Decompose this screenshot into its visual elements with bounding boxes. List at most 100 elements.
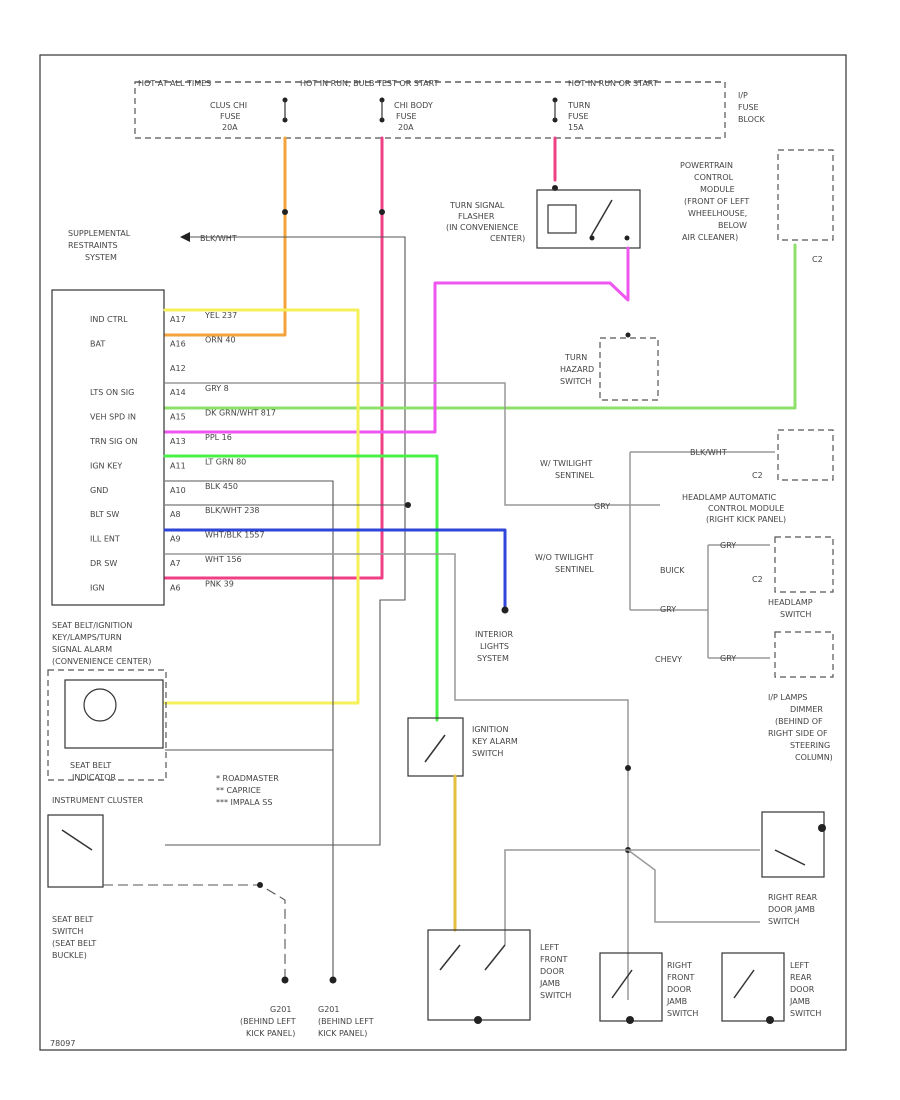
fuse2-l3: 20A	[398, 123, 414, 132]
g201-l3: KICK PANEL)	[246, 1029, 295, 1038]
fuse1-l3: 20A	[222, 123, 238, 132]
blue-wire	[163, 528, 507, 612]
pcm-l1: POWERTRAIN	[680, 161, 733, 170]
module-pin-id: A8	[170, 510, 181, 519]
ind-l1: SEAT BELT	[70, 761, 111, 770]
lr-l4: JAMB	[789, 997, 810, 1006]
yellow-wire	[163, 308, 360, 705]
ika-l1: IGNITION	[472, 725, 508, 734]
sbs-l2: SWITCH	[52, 927, 83, 936]
rf-l4: JAMB	[666, 997, 687, 1006]
rr-l1: RIGHT REAR	[768, 893, 818, 902]
rr-l3: SWITCH	[768, 917, 799, 926]
right-front-door-jamb	[599, 952, 663, 1022]
module-pin-id: A12	[170, 364, 186, 373]
module-wire-code: YEL 237	[204, 311, 237, 320]
headlamp-switch-box	[774, 536, 834, 593]
module-pin-label: BAT	[90, 339, 105, 348]
module-pin-label: ILL ENT	[90, 535, 120, 544]
ind-l2: INDICATOR	[72, 773, 116, 782]
lf-l2: FRONT	[540, 955, 567, 964]
module-pin-id: A17	[170, 315, 186, 324]
dim-l2: DIMMER	[790, 705, 823, 714]
purple-wire	[163, 246, 630, 434]
hs-l1: HEADLAMP	[768, 598, 813, 607]
fuse3-l2: FUSE	[568, 112, 589, 121]
left-rear-door-jamb	[721, 952, 785, 1022]
srs-l2: RESTRAINTS	[68, 241, 118, 250]
rf-l2: FRONT	[667, 973, 694, 982]
headlamp-module-box	[777, 429, 834, 481]
sbc-l4: (CONVENIENCE CENTER)	[52, 657, 151, 666]
module-pin-label: IGN	[90, 583, 105, 592]
module-wire-code: WHT/BLK 1557	[205, 531, 265, 540]
sentinel-wo-l1: W/O TWILIGHT	[535, 553, 594, 562]
flasher-l4: CENTER)	[490, 234, 525, 243]
indicator-box	[64, 679, 164, 749]
module-pin-id: A13	[170, 437, 186, 446]
lf-l3: DOOR	[540, 967, 565, 976]
dim-l1: I/P LAMPS	[768, 693, 807, 702]
module-wire-code: LT GRN 80	[205, 457, 246, 466]
fuse-block: HOT AT ALL TIMES HOT IN RUN, BULB TEST O…	[134, 79, 766, 139]
fuse2-l1: CHI BODY	[394, 101, 433, 110]
lr-l5: SWITCH	[790, 1009, 821, 1018]
dim-l4: RIGHT SIDE OF	[768, 729, 828, 738]
module-wire-code: ORN 40	[205, 335, 236, 344]
gray-lts-wire	[165, 382, 630, 506]
sbs-l1: SEAT BELT	[52, 915, 93, 924]
sbs-l4: BUCKLE)	[52, 951, 87, 960]
dim-l6: COLUMN)	[795, 753, 833, 762]
ignition-key-alarm-switch	[407, 717, 464, 777]
rf-l5: SWITCH	[667, 1009, 698, 1018]
figure-id: 78097	[50, 1039, 75, 1048]
flasher-l2: FLASHER	[458, 212, 495, 221]
diagram-frame	[39, 54, 847, 1051]
pink-wire	[163, 136, 384, 580]
g201-l1: G201	[270, 1005, 291, 1014]
module-pin-id: A15	[170, 413, 186, 422]
chevy-gry: GRY	[720, 654, 736, 663]
sbs-l3: (SEAT BELT	[52, 939, 96, 948]
srs-wire-code: BLK/WHT	[200, 234, 237, 243]
g202-l2: (BEHIND LEFT	[318, 1017, 374, 1026]
door-jamb-branches	[504, 849, 760, 945]
sentinel-wo-l2: SENTINEL	[555, 565, 594, 574]
sentinel-w-l2: SENTINEL	[555, 471, 594, 480]
sentinel-gry: GRY	[594, 502, 610, 511]
right-rear-door-jamb	[761, 811, 825, 878]
hl-c2: C2	[752, 471, 763, 480]
lf-l1: LEFT	[540, 943, 559, 952]
dk-green-wire	[163, 243, 797, 410]
sbc-l1: SEAT BELT/IGNITION	[52, 621, 132, 630]
turn-hazard-switch: TURN HAZARD SWITCH	[560, 332, 659, 401]
hl-l3: (RIGHT KICK PANEL)	[706, 515, 786, 524]
g202-l1: G201	[318, 1005, 339, 1014]
module-wire-code: BLK/WHT 238	[205, 506, 260, 515]
hl-l1: HEADLAMP AUTOMATIC	[682, 493, 777, 502]
black-white-wire	[165, 236, 406, 846]
module-pin-id: A16	[170, 339, 186, 348]
sentinel-gry-2: GRY	[660, 605, 676, 614]
pcm-l7: AIR CLEANER)	[682, 233, 738, 242]
hot-run-start-label: HOT IN RUN OR START	[568, 79, 658, 88]
indicator-lamp	[83, 688, 117, 722]
hs-c2: C2	[752, 575, 763, 584]
pcm-l4: (FRONT OF LEFT	[684, 197, 749, 206]
module-pin-label: GND	[90, 486, 108, 495]
module-pin-label: LTS ON SIG	[90, 388, 134, 397]
cluster-label: INSTRUMENT CLUSTER	[52, 796, 144, 805]
hazard-l1: TURN	[564, 353, 587, 362]
fuse3-l1: TURN	[567, 101, 590, 110]
g202-l3: KICK PANEL)	[318, 1029, 367, 1038]
sbc-l2: KEY/LAMPS/TURN	[52, 633, 122, 642]
int-l1: INTERIOR	[475, 630, 514, 639]
fuse1-l1: CLUS CHI	[210, 101, 247, 110]
module-pin-id: A11	[170, 461, 186, 470]
hazard-l2: HAZARD	[560, 365, 594, 374]
seat-belt-switch	[47, 814, 104, 888]
module-box	[51, 289, 165, 606]
hazard-l3: SWITCH	[560, 377, 591, 386]
int-l2: LIGHTS	[480, 642, 509, 651]
